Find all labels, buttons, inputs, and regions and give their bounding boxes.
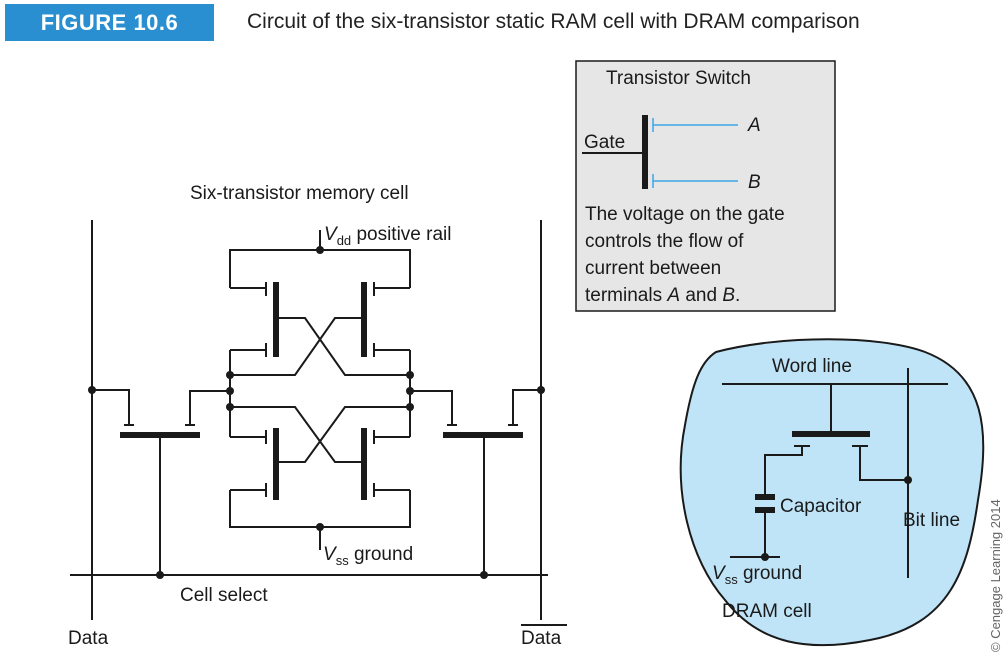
transistor-bottom-left bbox=[230, 428, 279, 500]
vdd-label: Vdd positive rail bbox=[324, 224, 451, 248]
junction-dot bbox=[761, 553, 769, 561]
terminal-b-label: B bbox=[748, 172, 761, 193]
terminal-b-wire bbox=[652, 174, 738, 188]
transistor-bottom-right bbox=[361, 428, 410, 500]
vss-node bbox=[316, 523, 324, 531]
dram-vss-label: Vss ground bbox=[712, 563, 802, 587]
switch-description-line: The voltage on the gate bbox=[585, 204, 785, 225]
dram-cell-label: DRAM cell bbox=[722, 601, 812, 622]
dram-blob bbox=[679, 338, 985, 647]
transistor-top-right bbox=[361, 282, 410, 357]
figure-number-badge: FIGURE 10.6 bbox=[5, 4, 214, 41]
vss-label: Vss ground bbox=[323, 544, 413, 568]
switch-description-line: current between bbox=[585, 258, 721, 279]
data-label-left: Data bbox=[68, 628, 109, 649]
terminal-a-wire bbox=[652, 118, 738, 132]
sram-title: Six-transistor memory cell bbox=[190, 183, 409, 204]
switch-description-line: controls the flow of bbox=[585, 231, 744, 252]
dram-cell: Word line Capacitor Bit line Vss ground … bbox=[679, 338, 985, 647]
cell-select-label: Cell select bbox=[180, 585, 268, 606]
vdd-rail bbox=[229, 249, 411, 288]
figure-caption: Circuit of the six-transistor static RAM… bbox=[247, 10, 860, 33]
junction-dot bbox=[904, 476, 912, 484]
access-transistor-left bbox=[88, 386, 230, 575]
vdd-node bbox=[316, 246, 324, 254]
cross-coupling bbox=[230, 317, 410, 463]
gate-label: Gate bbox=[584, 132, 625, 153]
word-line-label: Word line bbox=[772, 356, 852, 377]
vss-rail bbox=[229, 490, 411, 528]
copyright-credit: © Cengage Learning 2014 bbox=[988, 499, 1003, 652]
access-transistor-right bbox=[410, 386, 545, 575]
switch-title: Transistor Switch bbox=[606, 68, 751, 89]
transistor-top-left bbox=[230, 282, 279, 357]
terminal-a-label: A bbox=[747, 115, 761, 136]
capacitor-label: Capacitor bbox=[780, 496, 862, 517]
dram-access-transistor bbox=[764, 431, 912, 497]
transistor-switch-box: Transistor Switch Gate A B The voltage o… bbox=[575, 60, 836, 312]
bit-line-label: Bit line bbox=[903, 510, 960, 531]
sram-cell: Six-transistor memory cell Vdd positive … bbox=[68, 183, 567, 649]
switch-box-frame bbox=[575, 60, 836, 312]
capacitor-symbol bbox=[755, 494, 775, 557]
data-bar-label-right: Data bbox=[521, 628, 562, 649]
switch-description-line: terminals A and B. bbox=[585, 285, 740, 306]
